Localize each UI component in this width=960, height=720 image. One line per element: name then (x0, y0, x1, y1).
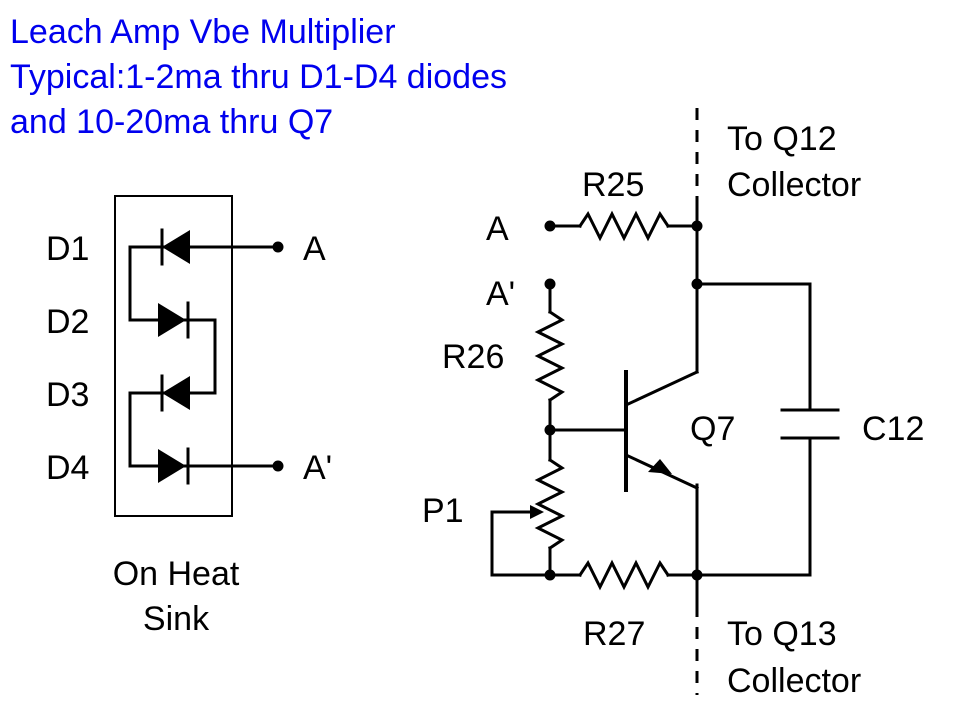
terminal-a-prime-circuit-dot (544, 278, 556, 290)
label-r25: R25 (582, 166, 644, 204)
label-heatsink-a: A (303, 230, 326, 268)
transistor-q7 (548, 370, 699, 492)
label-to-q12-line-1: To Q12 (727, 120, 837, 158)
label-d4: D4 (46, 449, 89, 487)
resistor-r25 (548, 210, 699, 242)
node-c12-top (691, 278, 703, 290)
label-circuit-a-prime: A' (486, 275, 515, 313)
label-to-q13-line-1: To Q13 (727, 615, 837, 653)
terminal-a-prime-dot (272, 460, 284, 472)
heatsink-caption-line-1: On Heat (113, 555, 240, 593)
heatsink-box (114, 195, 233, 517)
title-line-1: Leach Amp Vbe Multiplier (10, 13, 396, 51)
label-d2: D2 (46, 303, 89, 341)
diode-d3 (128, 374, 217, 412)
label-d3: D3 (46, 376, 89, 414)
diode-d2 (128, 301, 217, 339)
capacitor-c12 (780, 408, 840, 440)
title-line-3: and 10-20ma thru Q7 (10, 103, 334, 141)
resistor-r27 (548, 559, 699, 591)
label-to-q13-line-2: Collector (727, 662, 861, 700)
label-r27: R27 (583, 615, 645, 653)
label-c12: C12 (862, 410, 924, 448)
terminal-a-circuit-dot (544, 220, 556, 232)
label-p1: P1 (422, 492, 464, 530)
label-d1: D1 (46, 230, 89, 268)
label-r26: R26 (442, 338, 504, 376)
potentiometer-p1 (490, 428, 566, 577)
node-bottom (691, 569, 703, 581)
heatsink-caption-line-2: Sink (143, 600, 210, 638)
title-block: Leach Amp Vbe Multiplier Typical:1-2ma t… (10, 10, 507, 145)
node-r25-top (691, 220, 703, 232)
resistor-r26 (534, 282, 566, 432)
label-q7: Q7 (690, 410, 735, 448)
label-circuit-a: A (486, 210, 509, 248)
label-to-q12-line-2: Collector (727, 166, 861, 204)
label-heatsink-a-prime: A' (303, 449, 332, 487)
diode-d4 (128, 447, 280, 485)
diode-d1 (128, 228, 280, 266)
terminal-a-dot (272, 241, 284, 253)
title-line-2: Typical:1-2ma thru D1-D4 diodes (10, 58, 508, 96)
